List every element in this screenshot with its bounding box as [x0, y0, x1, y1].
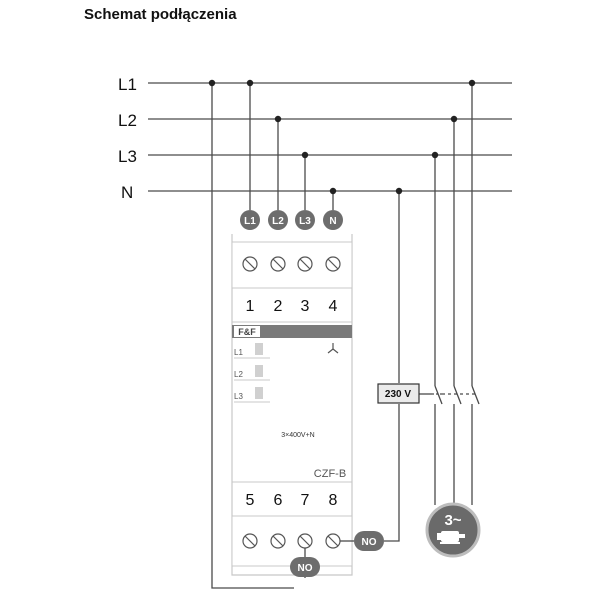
indicator-label-l2: L2 [234, 370, 243, 379]
svg-text:NO: NO [362, 537, 377, 548]
terminal-number-3: 3 [301, 298, 310, 315]
coil-voltage: 230 V [385, 389, 411, 400]
badge-n [323, 210, 343, 230]
badge-l3-label: L3 [299, 216, 311, 227]
three-phase-icon [327, 343, 339, 354]
terminal-number-1: 1 [246, 298, 255, 315]
terminal-number-2: 2 [274, 298, 283, 315]
top-badges: L1 L2 L3 N [240, 210, 343, 230]
line-label-l2: L2 [118, 111, 137, 130]
supply-lines: L1 L2 L3 N [118, 75, 512, 202]
badge-l2-label: L2 [272, 216, 284, 227]
motor-icon [437, 531, 465, 544]
badge-l3 [295, 210, 315, 230]
terminal-number-8: 8 [329, 492, 338, 509]
page-title: Schemat podłączenia [84, 6, 237, 23]
indicator-label-l3: L3 [234, 392, 243, 401]
indicator-led-l2 [255, 365, 263, 377]
badge-l2 [268, 210, 288, 230]
badge-l1 [240, 210, 260, 230]
screw-terminal-5 [242, 533, 258, 549]
brand-bar [232, 325, 352, 338]
screw-terminal-4 [325, 256, 341, 272]
device-rating: 3×400V+N [281, 432, 314, 439]
wires [211, 83, 480, 589]
no-badge-bottom: NO [290, 557, 320, 577]
indicator-led-l1 [255, 343, 263, 355]
indicator-label-l1: L1 [234, 348, 243, 357]
line-label-n: N [121, 183, 133, 202]
device-model: CZF-B [314, 468, 346, 480]
motor: 3~ [425, 502, 481, 558]
screw-terminal-1 [242, 256, 258, 272]
terminal-number-7: 7 [301, 492, 310, 509]
badge-n-label: N [329, 216, 336, 227]
brand-logo-bg [234, 326, 260, 337]
top-screws [242, 256, 341, 272]
relay-device: F&F 1 2 3 4 L1 L2 L3 3×400V+N CZF-B 5 6 … [231, 234, 353, 576]
terminal-number-5: 5 [246, 492, 255, 509]
line-label-l3: L3 [118, 147, 137, 166]
screw-terminal-2 [270, 256, 286, 272]
line-label-l1: L1 [118, 75, 137, 94]
device-outline [231, 234, 353, 576]
screw-terminal-3 [297, 256, 313, 272]
brand-logo: F&F [238, 327, 256, 337]
bottom-screws [242, 533, 341, 549]
terminal-number-6: 6 [274, 492, 283, 509]
junction-dots [208, 79, 476, 195]
motor-label: 3~ [444, 512, 461, 529]
svg-text:NO: NO [298, 563, 313, 574]
screw-terminal-6 [270, 533, 286, 549]
indicator-led-l3 [255, 387, 263, 399]
screw-terminal-8 [325, 533, 341, 549]
no-badge-right: NO [354, 531, 384, 551]
screw-terminal-7 [297, 533, 313, 549]
terminal-number-4: 4 [329, 298, 338, 315]
badge-l1-label: L1 [244, 216, 256, 227]
coil-box: 230 V [377, 383, 420, 404]
